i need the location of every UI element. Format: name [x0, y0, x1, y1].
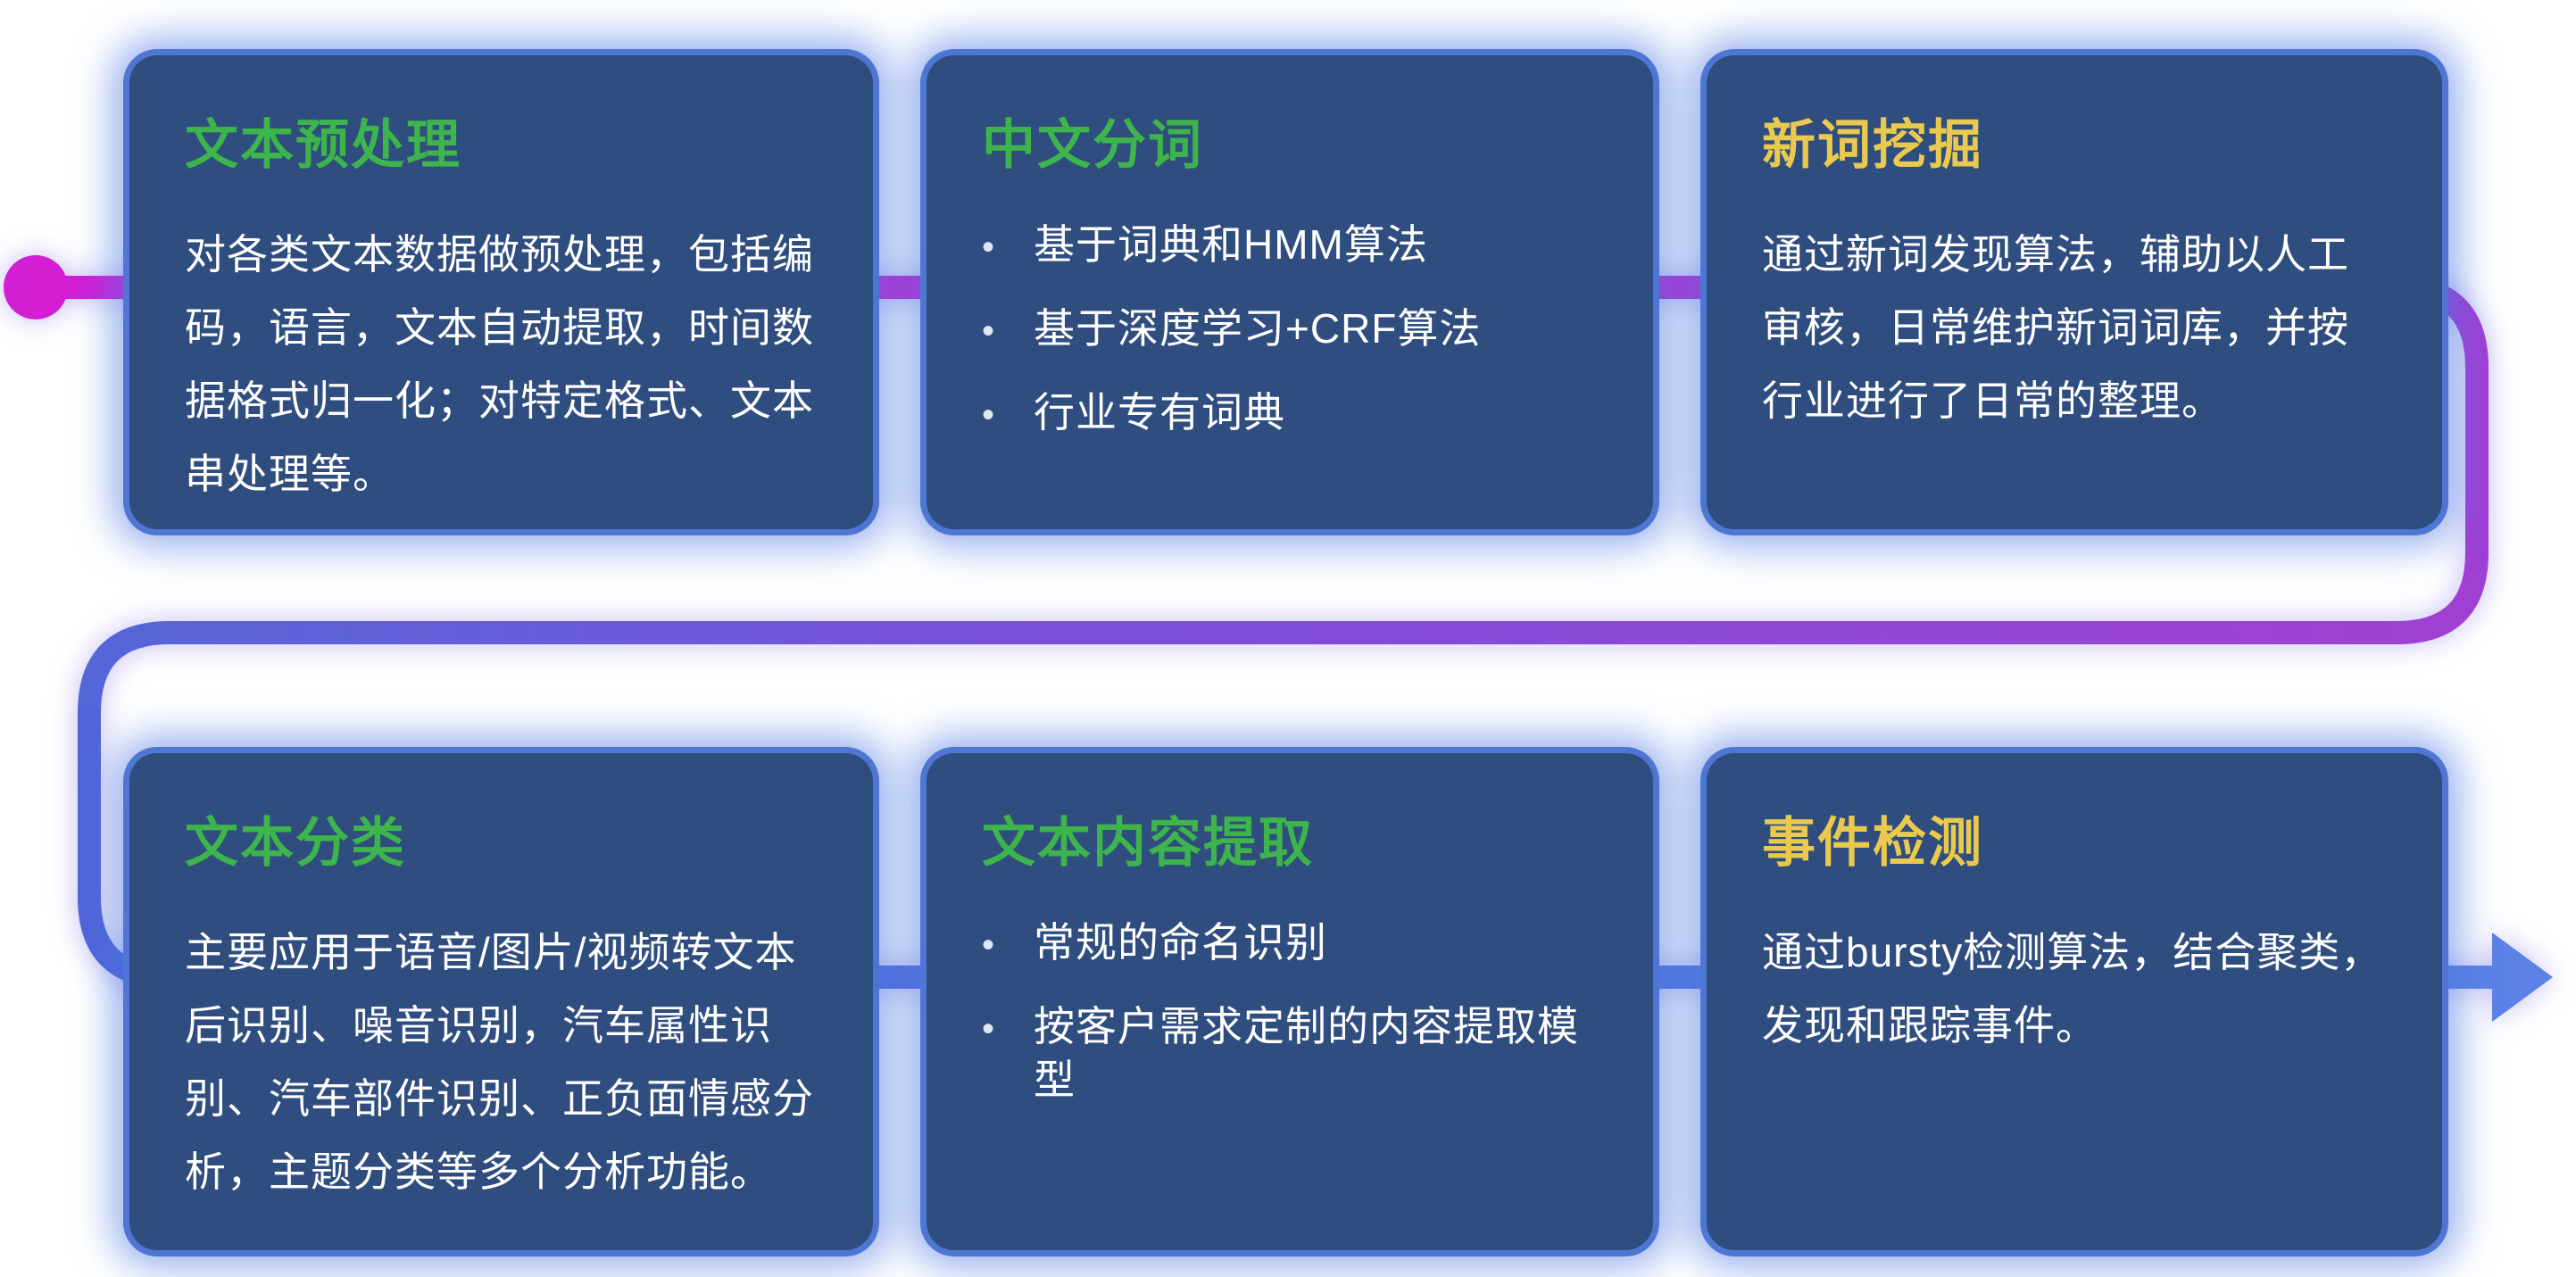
bullet-icon: • — [982, 925, 996, 965]
card-body: 通过新词发现算法，辅助以人工审核，日常维护新词词库，并按行业进行了日常的整理。 — [1762, 231, 2349, 424]
card-bullet-list: • 常规的命名识别 • 按客户需求定制的内容提取模型 — [982, 916, 1598, 1107]
card-title: 事件检测 — [1762, 813, 1983, 873]
bullet-item: • 基于深度学习+CRF算法 — [982, 303, 1598, 356]
card-new-word-mining: 新词挖掘 通过新词发现算法，辅助以人工审核，日常维护新词词库，并按行业进行了日常… — [1700, 49, 2448, 535]
bullet-icon: • — [982, 228, 996, 267]
card-event-detection: 事件检测 通过bursty检测算法，结合聚类，发现和跟踪事件。 — [1700, 747, 2448, 1256]
card-content-extraction: 文本内容提取 • 常规的命名识别 • 按客户需求定制的内容提取模型 — [920, 747, 1659, 1256]
bullet-item: • 常规的命名识别 — [982, 916, 1598, 970]
card-body: 主要应用于语音/图片/视频转文本后识别、噪音识别，汽车属性识别、汽车部件识别、正… — [185, 929, 814, 1195]
card-bullet-list: • 基于词典和HMM算法 • 基于深度学习+CRF算法 • 行业专有词典 — [982, 219, 1598, 439]
card-title: 文本内容提取 — [982, 813, 1314, 873]
bullet-text: 行业专有词典 — [1034, 388, 1285, 435]
bullet-icon: • — [982, 394, 996, 435]
bullet-text: 基于词典和HMM算法 — [1034, 221, 1428, 268]
card-title: 文本分类 — [185, 813, 406, 873]
bullet-icon: • — [982, 1008, 996, 1049]
card-chinese-segmentation: 中文分词 • 基于词典和HMM算法 • 基于深度学习+CRF算法 • 行业专有词… — [920, 49, 1659, 535]
card-title: 文本预处理 — [185, 115, 461, 175]
flow-start-dot-icon — [4, 255, 68, 319]
card-text-classification: 文本分类 主要应用于语音/图片/视频转文本后识别、噪音识别，汽车属性识别、汽车部… — [123, 747, 879, 1256]
bullet-icon: • — [982, 311, 996, 351]
bullet-item: • 行业专有词典 — [982, 386, 1598, 440]
card-title: 新词挖掘 — [1762, 115, 1983, 175]
bullet-item: • 基于词典和HMM算法 — [982, 219, 1598, 272]
bullet-text: 按客户需求定制的内容提取模型 — [1034, 1002, 1579, 1103]
card-text-preprocessing: 文本预处理 对各类文本数据做预处理，包括编码，语言，文本自动提取，时间数据格式归… — [123, 49, 879, 535]
bullet-item: • 按客户需求定制的内容提取模型 — [982, 1000, 1598, 1107]
card-body: 对各类文本数据做预处理，包括编码，语言，文本自动提取，时间数据格式归一化；对特定… — [185, 231, 814, 497]
flow-arrow-icon — [2492, 933, 2553, 1022]
card-body: 通过bursty检测算法，结合聚类，发现和跟踪事件。 — [1762, 929, 2383, 1049]
card-title: 中文分词 — [982, 115, 1203, 175]
bullet-text: 常规的命名识别 — [1034, 919, 1327, 966]
flow-segment-middle — [78, 356, 2489, 725]
bullet-text: 基于深度学习+CRF算法 — [1034, 304, 1482, 352]
